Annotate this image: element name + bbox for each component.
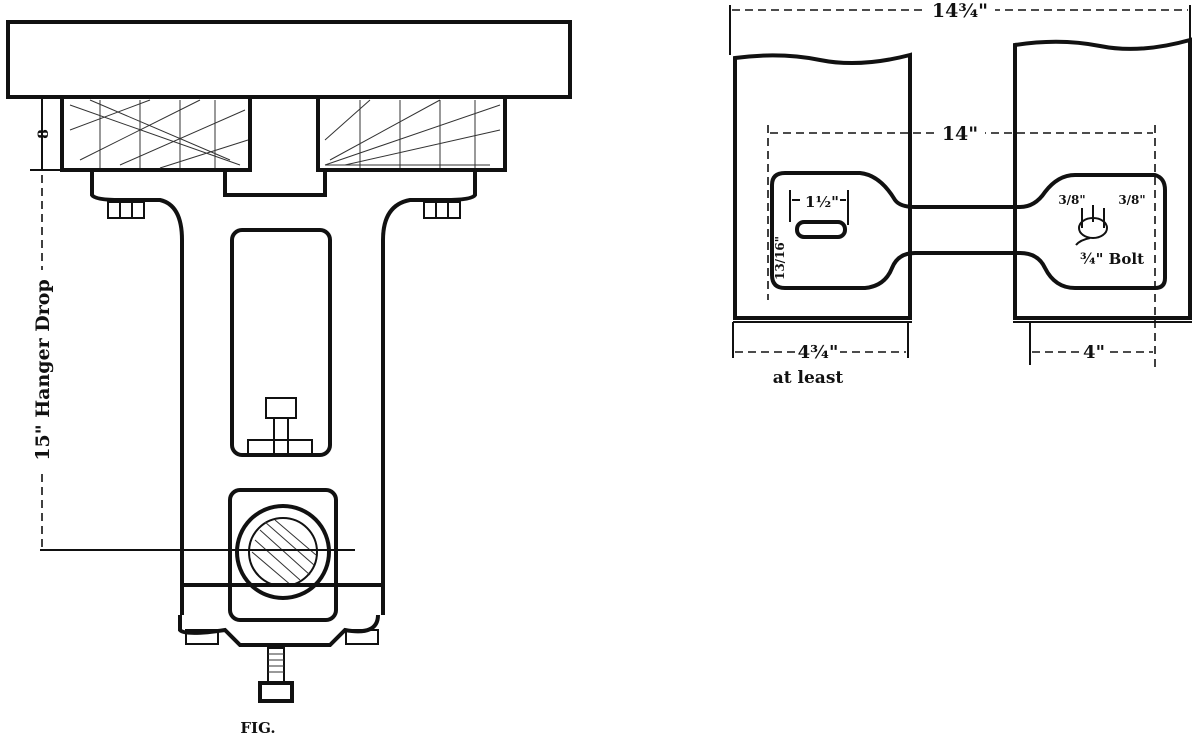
set-screw: [258, 647, 294, 703]
bearing-box: [228, 488, 338, 622]
left-plate: [733, 52, 912, 320]
hanger-base: [178, 583, 383, 647]
hole-dimension: [1075, 205, 1105, 246]
ceiling-beam: [6, 20, 572, 99]
span-label: 14": [942, 123, 978, 145]
flange-nut-right: [423, 201, 461, 219]
hanger-window: [230, 228, 332, 457]
overall-width-dimension: [729, 0, 1191, 55]
hanger-assembly: 8 15" Hanger Drop FIG.: [6, 20, 572, 737]
left-width-label: 4¾": [798, 342, 839, 363]
adjusting-bolt: [247, 397, 313, 455]
bolt-label: ¾" Bolt: [1080, 250, 1144, 268]
wood-block-left: [60, 95, 252, 172]
hole-right-label: 3/8": [1118, 193, 1145, 207]
figure-caption: FIG.: [240, 719, 275, 737]
flange-nut-left: [107, 201, 145, 219]
slot: [795, 220, 847, 239]
span-dimension: [767, 122, 1156, 370]
left-width-note: at least: [773, 368, 844, 388]
hanger-flange: [90, 170, 477, 615]
slot-offset-label: 13/16": [773, 236, 787, 280]
shaft-bearing: [40, 504, 355, 600]
right-width-dimension: [1029, 322, 1153, 365]
right-width-label: 4": [1083, 342, 1105, 363]
wood-block-right: [316, 95, 507, 172]
base-nut-right: [345, 629, 379, 645]
left-width-dimension: [732, 322, 909, 362]
connecting-link: [770, 171, 1167, 290]
hanger-drop-label: 15" Hanger Drop: [32, 279, 54, 460]
plate-assembly: 14¾" 14" 1½" 13/16" 3/8" 3/8" ¾" Bolt 4¾…: [729, 0, 1192, 388]
slot-length-label: 1½": [805, 193, 839, 211]
base-nut-left: [185, 629, 219, 645]
center-spacer: [223, 97, 327, 197]
right-plate: [1013, 37, 1192, 320]
overall-width-label: 14¾": [932, 0, 988, 22]
hole-left-label: 3/8": [1058, 193, 1085, 207]
block-height-label: 8: [36, 129, 52, 139]
